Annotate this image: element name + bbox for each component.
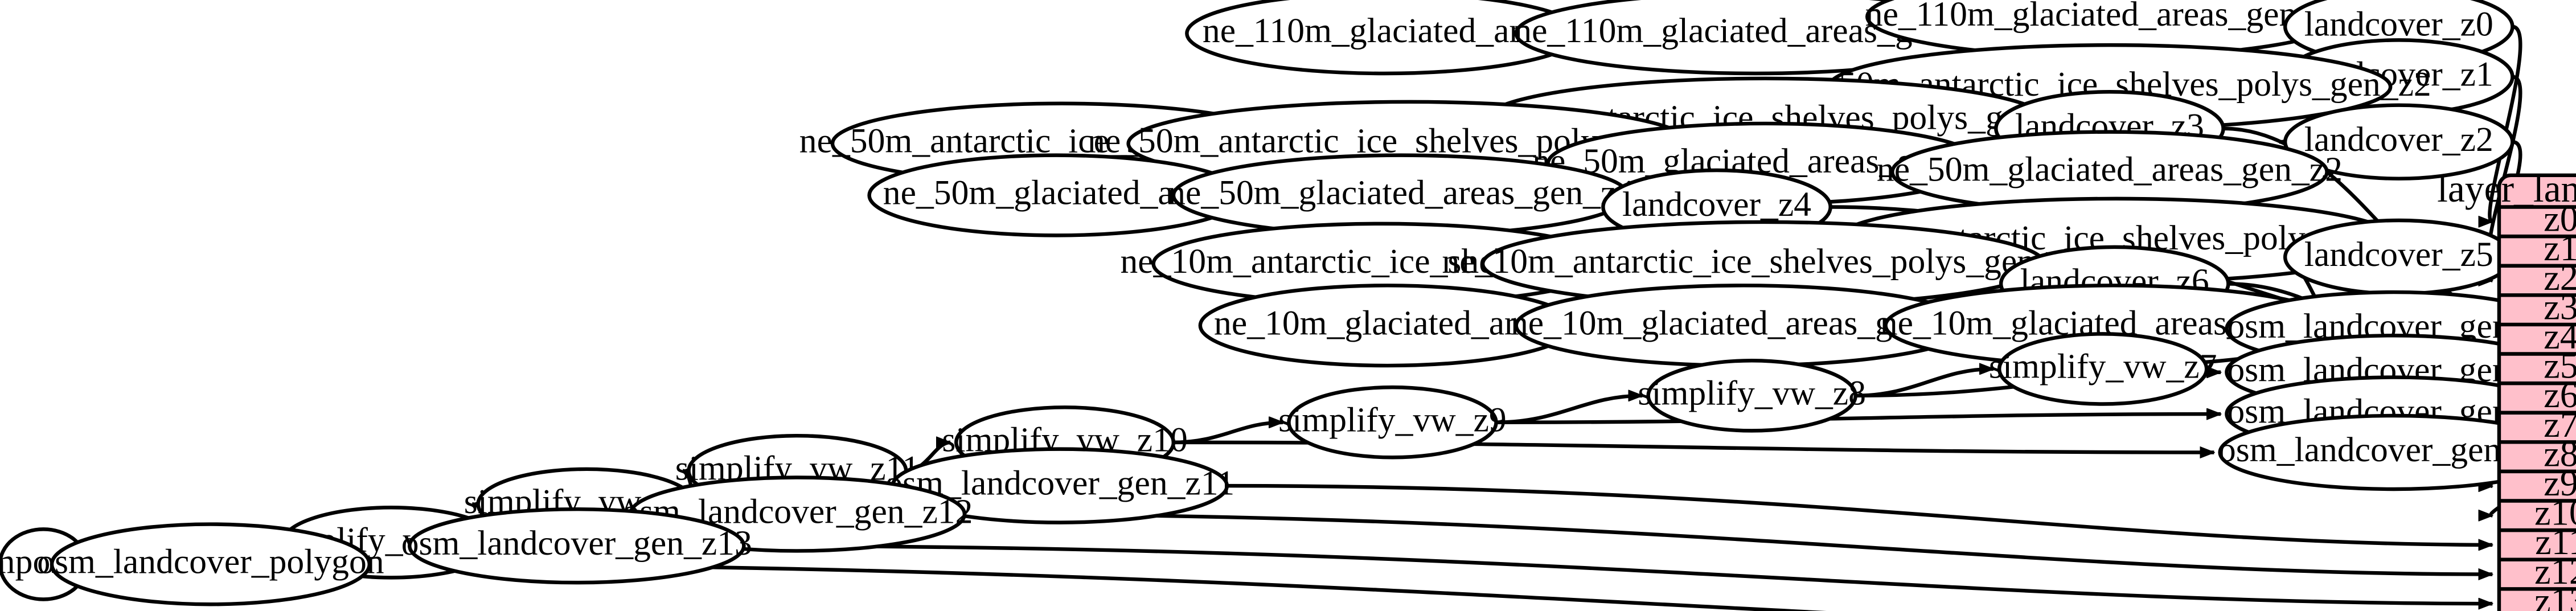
table-row-z10[interactable]: z10 xyxy=(2534,492,2576,533)
table-row-z8[interactable]: z8 xyxy=(2544,433,2576,474)
graph-node-osm_landcover_gen_z13[interactable]: osm_landcover_gen_z13 xyxy=(401,507,752,585)
node-shape[interactable] xyxy=(1997,332,2209,406)
table-row-z3[interactable]: z3 xyxy=(2544,286,2576,327)
table-row-z2[interactable]: z2 xyxy=(2544,257,2576,298)
table-row-z14+[interactable]: z14+ xyxy=(2524,609,2576,611)
table-row-z6[interactable]: z6 xyxy=(2544,374,2576,415)
node-shape[interactable] xyxy=(1287,385,1498,460)
table-node-layer: layer_landcoverz0z1z2z3z4z5z6z7z8z9z10z1… xyxy=(2437,167,2576,611)
table-node-layer-landcover: layer_landcoverz0z1z2z3z4z5z6z7z8z9z10z1… xyxy=(2437,167,2576,611)
table-row-z0[interactable]: z0 xyxy=(2544,198,2576,239)
graph-node-landcover_z5[interactable]: landcover_z5 xyxy=(2283,218,2515,296)
table-row-z9[interactable]: z9 xyxy=(2544,462,2576,503)
table-row-z11[interactable]: z11 xyxy=(2535,521,2576,562)
table-row-z1[interactable]: z1 xyxy=(2544,227,2576,268)
node-shape[interactable] xyxy=(1646,359,1857,433)
node-shape[interactable] xyxy=(408,507,746,585)
table-row-z4[interactable]: z4 xyxy=(2544,315,2576,356)
table-node-title: layer_landcover xyxy=(2437,167,2576,210)
table-row-z12[interactable]: z12 xyxy=(2534,551,2576,592)
graph-edge xyxy=(1496,414,2221,424)
graph-edge xyxy=(2489,24,2522,222)
graph-edge xyxy=(1173,423,1283,445)
graph-edge xyxy=(1496,396,1643,424)
graph-edge xyxy=(1227,483,2492,545)
node-shape[interactable] xyxy=(50,522,372,606)
table-row-z7[interactable]: z7 xyxy=(2544,404,2576,445)
graph-edge xyxy=(369,562,1827,611)
graph-edge xyxy=(744,544,2492,604)
table-row-z5[interactable]: z5 xyxy=(2544,345,2576,386)
table-row-z13[interactable]: z13 xyxy=(2534,580,2576,611)
node-shape[interactable] xyxy=(2283,218,2515,296)
node-shape[interactable] xyxy=(2283,103,2515,181)
graph-edge xyxy=(964,512,2492,575)
graph-node-simplify_vw_z9[interactable]: simplify_vw_z9 xyxy=(1278,385,1507,460)
